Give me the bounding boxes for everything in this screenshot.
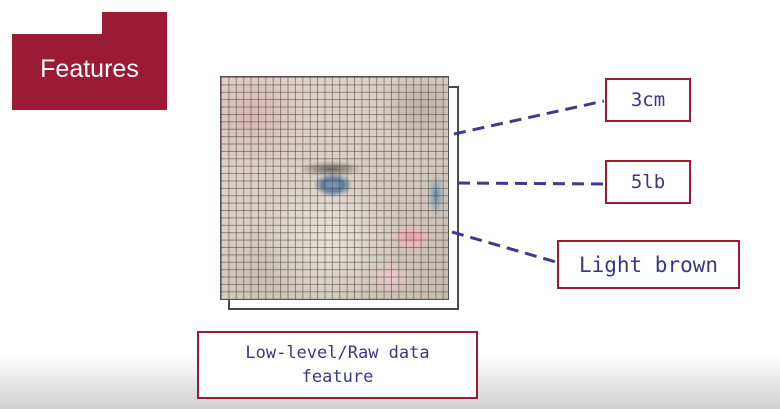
- title-label: Features: [40, 54, 139, 83]
- feature-box-color: Light brown: [557, 240, 740, 289]
- raw-data-caption: Low-level/Raw data feature: [197, 331, 478, 399]
- caption-line-1: Low-level/Raw data: [245, 343, 430, 363]
- connector-color: [451, 230, 557, 264]
- connector-3cm: [453, 99, 605, 136]
- feature-box-size: 3cm: [605, 78, 691, 122]
- connector-5lb: [457, 181, 605, 186]
- pixel-grid: [221, 77, 448, 299]
- folder-shape: [12, 12, 167, 110]
- cat-image: [220, 76, 449, 300]
- features-title-tab: Features: [12, 12, 167, 110]
- feature-box-weight: 5lb: [605, 160, 691, 204]
- caption-line-2: feature: [301, 367, 374, 387]
